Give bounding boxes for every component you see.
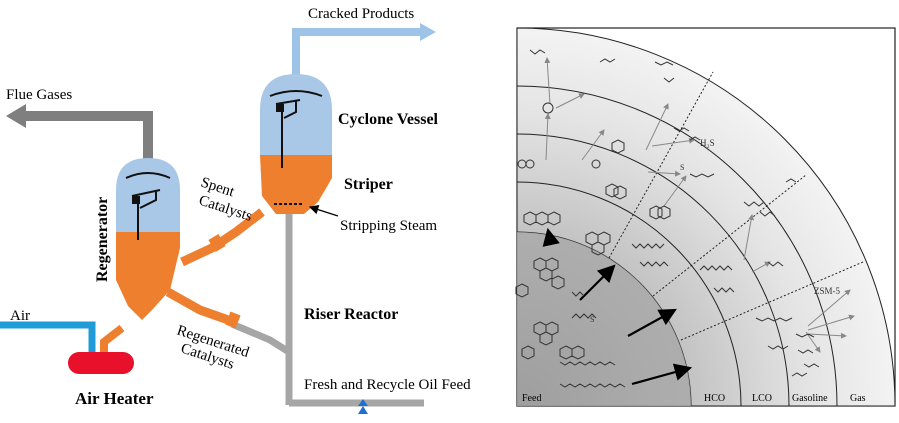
regen-catalyst-pipe (165, 288, 236, 327)
label-cracked-products: Cracked Products (308, 6, 414, 22)
molecule-sketches (515, 49, 820, 388)
band-label-hco: HCO (704, 393, 725, 404)
band-label-gasoline: Gasoline (792, 393, 828, 404)
air-heater-icon (68, 352, 134, 374)
label-air: Air (10, 308, 30, 324)
flue-gas-pipe (24, 111, 153, 160)
label-stripping-steam: Stripping Steam (340, 218, 437, 234)
band-label-feed: Feed (522, 393, 541, 404)
label-feed: Fresh and Recycle Oil Feed (304, 377, 471, 393)
label-air-heater: Air Heater (75, 389, 154, 408)
cracking-fan: H₂S ZSM-5 S S Feed HCO LCO Gasoline Gas (515, 27, 896, 407)
fcc-process: Cracked Products Flue Gases Cyclone Vess… (0, 6, 471, 414)
air-pipe (0, 321, 96, 355)
label-s-2: S (590, 315, 594, 324)
cracked-products-pipe (292, 28, 422, 82)
regenerator-vessel (116, 158, 180, 320)
label-flue-gases: Flue Gases (6, 87, 72, 103)
stripping-steam-pointer (308, 205, 339, 217)
label-zsm5: ZSM-5 (814, 286, 841, 296)
flue-gas-arrow (6, 104, 26, 128)
feed-valve-icon (358, 399, 368, 414)
label-regenerator: Regenerator (94, 197, 111, 282)
regen-transfer-pipe (230, 320, 291, 355)
band-label-lco: LCO (752, 393, 772, 404)
label-riser-reactor: Riser Reactor (304, 306, 398, 323)
cracked-products-arrow (420, 23, 436, 41)
label-cyclone-vessel: Cyclone Vessel (338, 111, 439, 128)
label-s-1: S (680, 163, 684, 172)
spent-transfer-pipe (180, 208, 265, 267)
label-striper: Striper (344, 176, 393, 193)
label-h2s: H₂S (700, 138, 715, 148)
cyclone-vessel (260, 74, 332, 214)
band-label-gas: Gas (850, 393, 866, 404)
